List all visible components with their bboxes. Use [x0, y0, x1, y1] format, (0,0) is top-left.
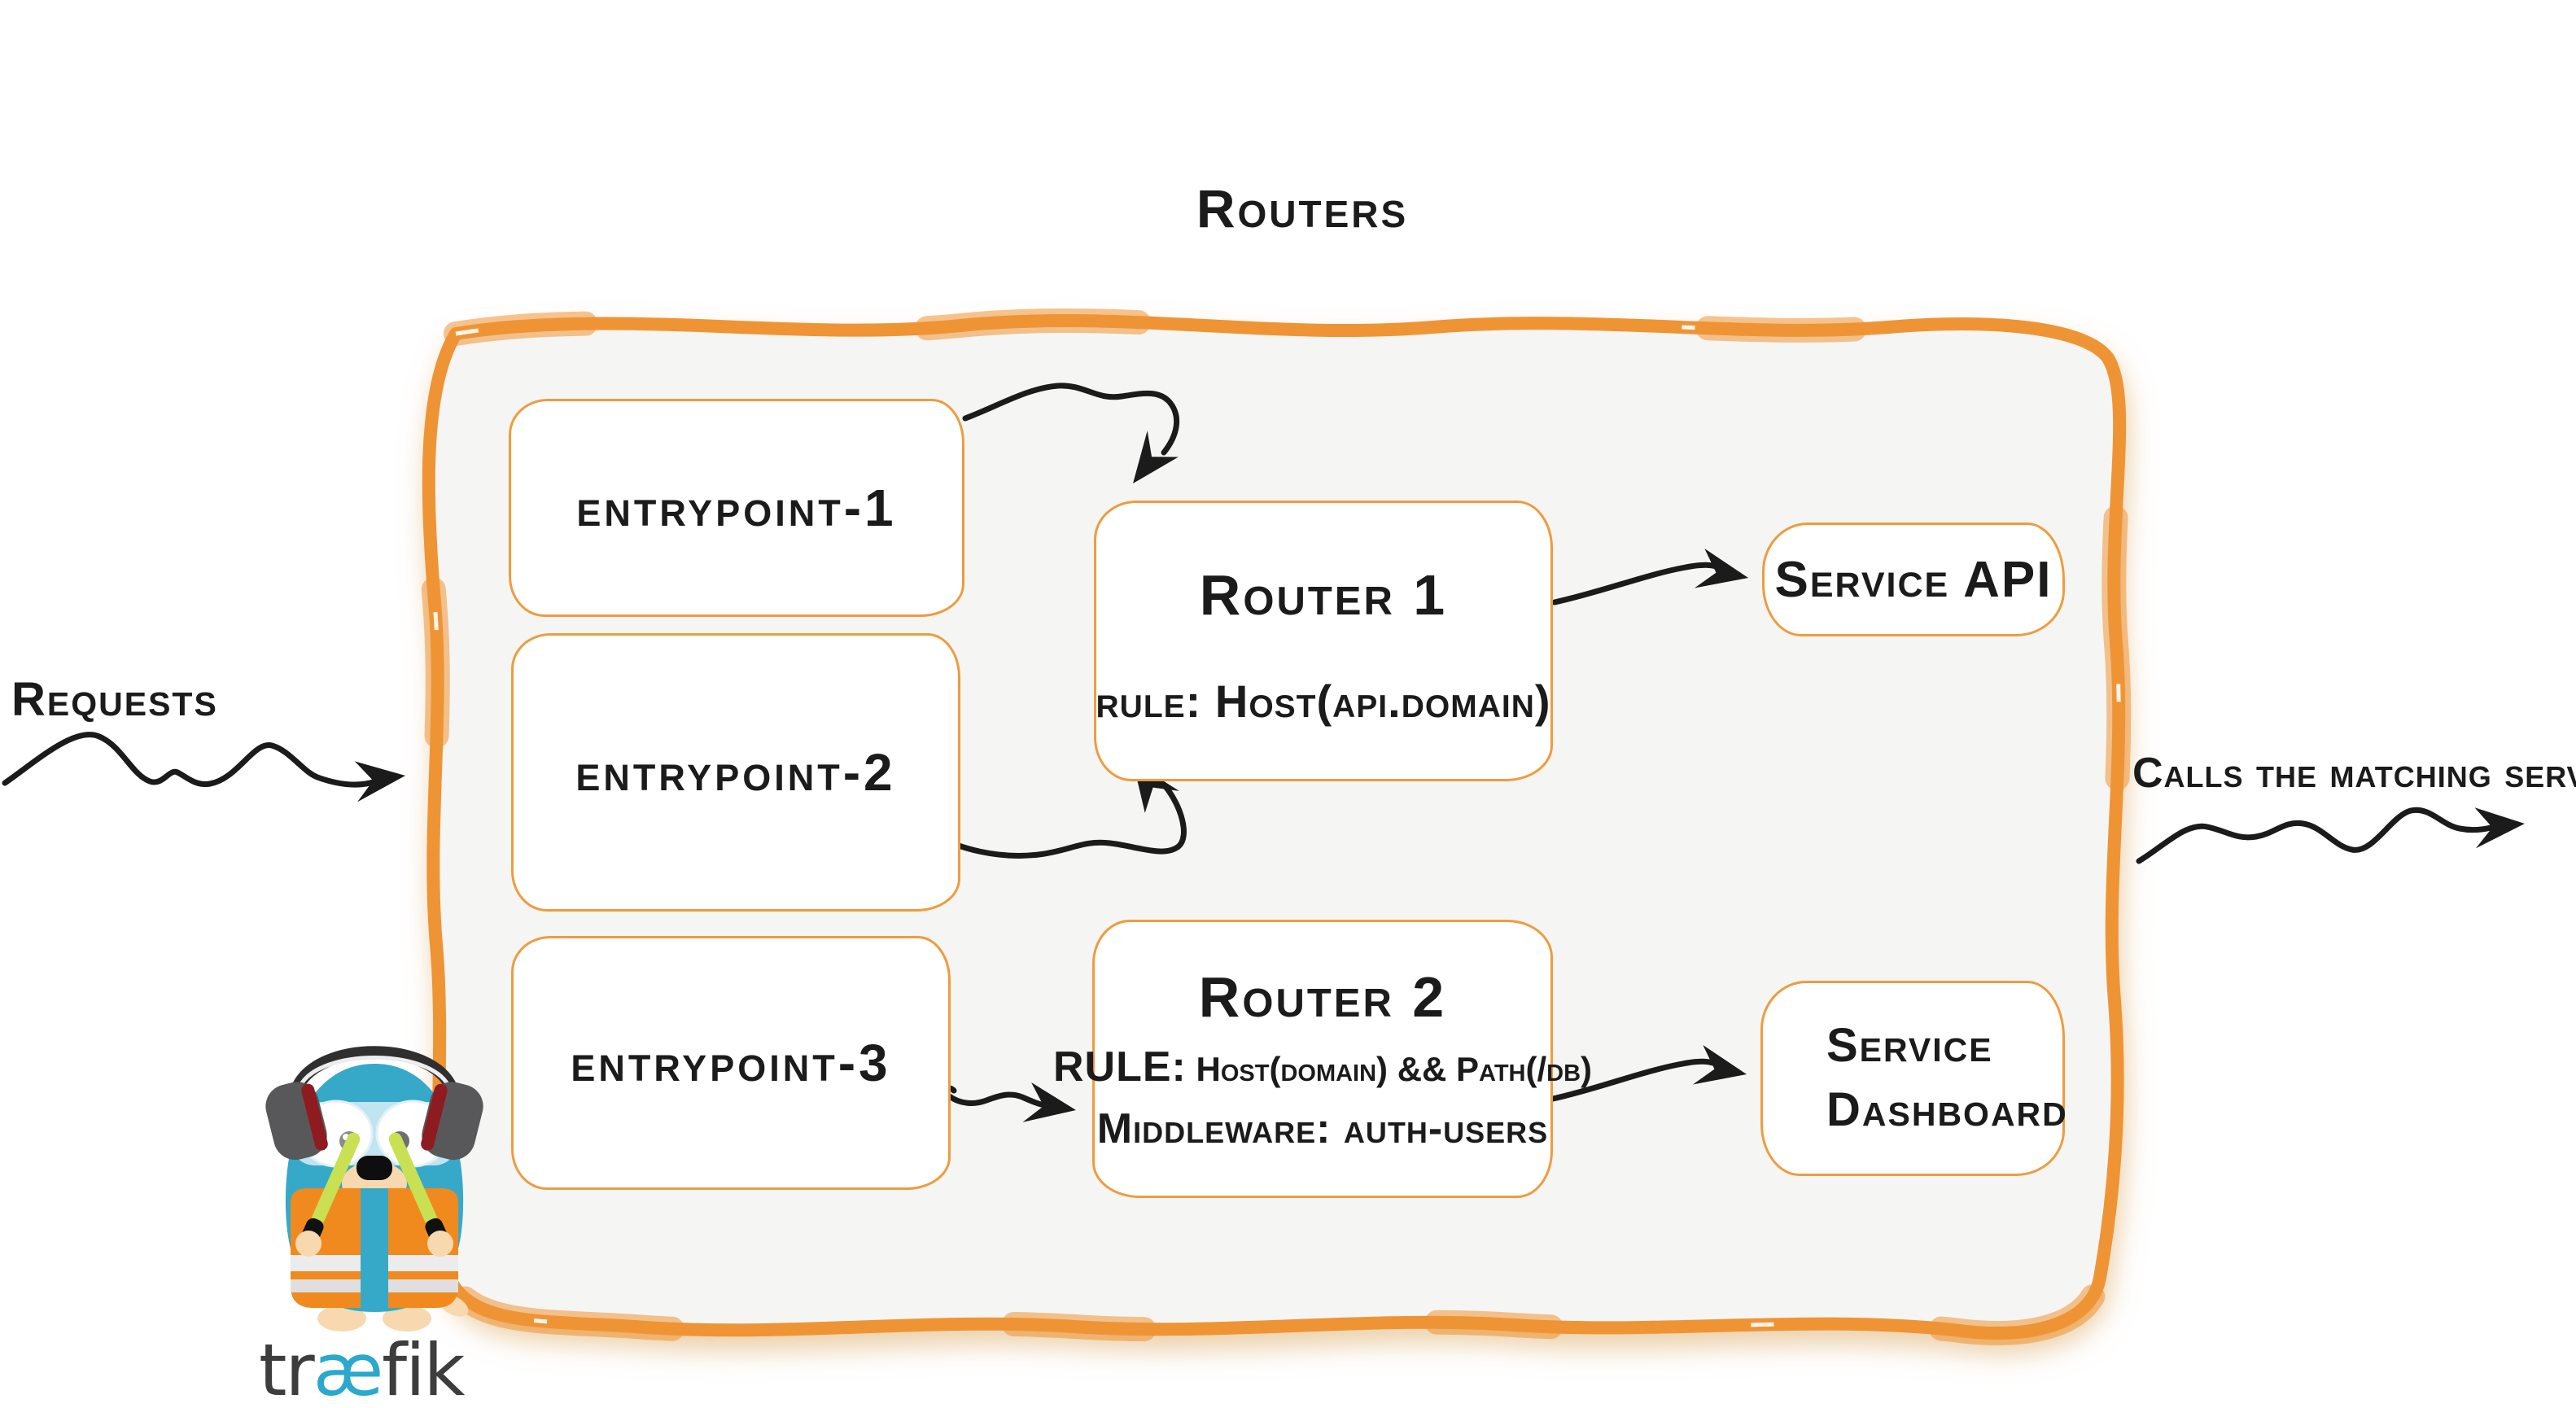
arrow-entrypoint2-to-router1 — [933, 750, 1187, 859]
service-api-label: Service API — [1774, 551, 2053, 608]
arrow-router2-to-service-dashboard — [1550, 1044, 1751, 1102]
wordmark-start: tr — [259, 1328, 315, 1408]
diagram-title: Routers — [1196, 178, 1409, 238]
arrow-entrypoint1-to-router1 — [962, 383, 1180, 496]
entrypoint-3-node: entrypoint-3 — [511, 936, 951, 1190]
arrow-router1-to-service-api — [1551, 548, 1752, 606]
requests-label: Requests — [11, 673, 218, 726]
entrypoint-2-node: entrypoint-2 — [511, 633, 960, 912]
router-2-node: Router 2 RULE: Host(domain) && Path(/db)… — [1053, 920, 1592, 1198]
router-2-rule-value: Host(domain) && Path(/db) — [1186, 1050, 1593, 1088]
requests-arrow — [2, 732, 408, 802]
router-1-title: Router 1 — [1199, 563, 1448, 627]
traefik-gopher-mascot-icon — [265, 1046, 483, 1331]
router-1-rule: rule: Host(api.domain) — [1096, 676, 1551, 727]
service-dashboard-label-line2: Dashboard — [1826, 1083, 2068, 1136]
calls-arrow — [2136, 804, 2526, 864]
service-dashboard-label-line1: Service — [1826, 1019, 1993, 1073]
entrypoint-2-label: entrypoint-2 — [575, 743, 896, 802]
router-2-rule: RULE: Host(domain) && Path(/db) — [1053, 1043, 1592, 1091]
service-api-node: Service API — [1762, 523, 2065, 636]
wordmark-ae-ligature: æ — [313, 1328, 383, 1408]
router-2-rule-key: RULE: — [1052, 1043, 1187, 1091]
router-2-middleware: Middleware: auth-users — [1096, 1105, 1549, 1152]
service-dashboard-node: Service Dashboard — [1760, 981, 2068, 1176]
router-1-node: Router 1 rule: Host(api.domain) — [1094, 501, 1553, 781]
wordmark-end: fik — [382, 1328, 465, 1408]
traefik-wordmark: træfik — [259, 1335, 466, 1406]
router-2-title: Router 2 — [1198, 965, 1447, 1029]
entrypoint-3-label: entrypoint-3 — [571, 1034, 891, 1092]
entrypoint-1-label: entrypoint-1 — [576, 479, 897, 537]
entrypoint-1-node: entrypoint-1 — [509, 399, 964, 617]
calls-label: Calls the matching server — [2132, 750, 2576, 797]
